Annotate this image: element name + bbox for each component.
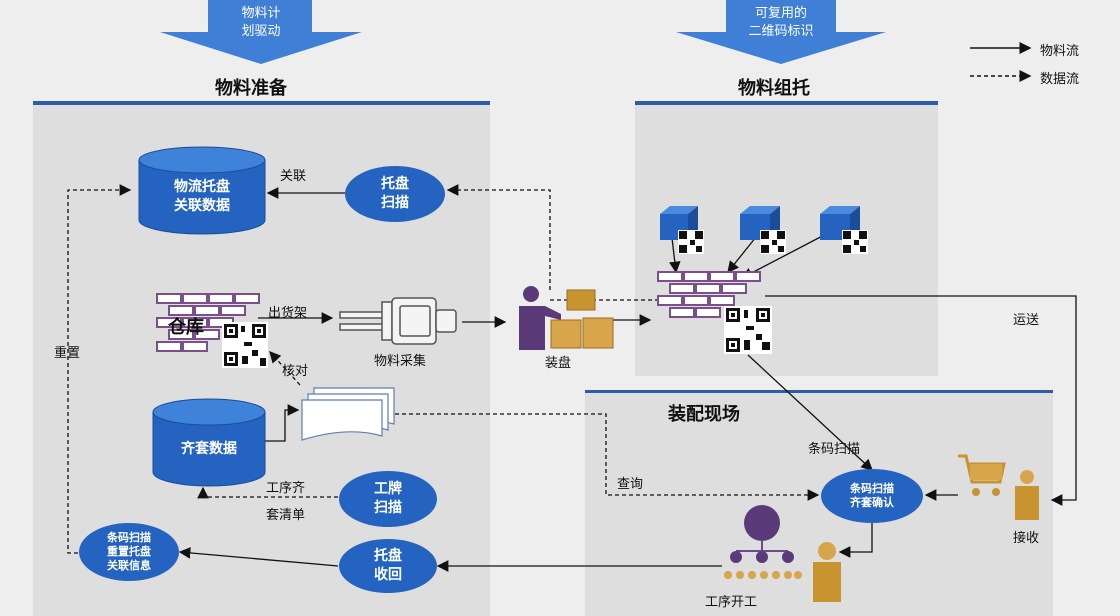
reusable-qr-arrow xyxy=(676,0,886,64)
kit-database-icon xyxy=(152,398,266,487)
pallet-recycle-label-2: 收回 xyxy=(374,567,402,583)
pallet-database-icon xyxy=(138,146,266,235)
verify-label: 核对 xyxy=(282,364,309,379)
query-label: 查询 xyxy=(617,477,644,492)
warehouse-label: 仓库 xyxy=(168,317,204,338)
kit-list-label: 套清单 xyxy=(266,508,306,523)
barcode-confirm-label-2: 齐套确认 xyxy=(850,496,894,509)
kit-db-label: 齐套数据 xyxy=(181,441,237,457)
material-box-icon xyxy=(740,206,786,254)
team-hierarchy-icon xyxy=(724,505,802,579)
loading-worker-icon xyxy=(519,286,614,350)
section-title-assembly-site: 装配现场 xyxy=(668,404,740,425)
pallet-scan-label-1: 托盘 xyxy=(381,176,409,192)
reusable-qr-text-2: 二维码标识 xyxy=(748,24,814,39)
worksheet-scan-node[interactable] xyxy=(338,470,438,528)
barcode-reset-label-2: 重置托盘 xyxy=(107,545,151,558)
process-kit-label: 工序齐 xyxy=(266,481,306,496)
pallet-scan-label-2: 扫描 xyxy=(381,195,409,211)
pallet-recycle-label-1: 托盘 xyxy=(374,548,402,564)
plan-driven-text-2: 划驱动 xyxy=(241,24,281,39)
pallet-scan-node[interactable] xyxy=(344,165,446,223)
barcode-scan-label: 条码扫描 xyxy=(808,442,861,457)
legend-icons xyxy=(970,42,1032,82)
kit-list-document-icon xyxy=(301,387,395,441)
receiver-person-icon xyxy=(1015,470,1039,520)
material-collect-label: 物料采集 xyxy=(374,354,427,369)
pallet-db-label-2: 关联数据 xyxy=(174,198,230,214)
receive-label: 接收 xyxy=(1013,531,1040,546)
worksheet-scan-label-2: 扫描 xyxy=(374,500,402,516)
pallet-stack-icon xyxy=(657,271,761,318)
section-title-material-pallet: 物料组托 xyxy=(738,78,810,99)
legend-material-flow: 物料流 xyxy=(1040,44,1080,59)
transport-label: 运送 xyxy=(1013,313,1040,328)
process-start-label: 工序开工 xyxy=(705,595,758,610)
pallet-recycle-node[interactable] xyxy=(338,538,438,594)
qr-code-icon xyxy=(724,306,772,354)
shopping-cart-icon xyxy=(958,454,1006,496)
reset-label: 重置 xyxy=(54,346,81,361)
barcode-confirm-label-1: 条码扫描 xyxy=(850,482,894,495)
barcode-confirm-node[interactable] xyxy=(820,468,924,524)
material-box-icon xyxy=(660,206,704,254)
pallet-db-label-1: 物流托盘 xyxy=(174,179,230,195)
barcode-reset-label-1: 条码扫描 xyxy=(107,531,151,544)
reusable-qr-text-1: 可复用的 xyxy=(754,6,807,21)
plan-driven-text-1: 物料计 xyxy=(241,6,281,21)
material-box-icon xyxy=(820,206,868,254)
shelf-out-label: 出货架 xyxy=(268,306,308,321)
forklift-icon xyxy=(339,297,457,345)
loading-label: 装盘 xyxy=(545,356,572,371)
associate-label: 关联 xyxy=(280,169,307,184)
barcode-reset-node[interactable] xyxy=(78,522,180,582)
qr-code-icon xyxy=(222,322,268,368)
barcode-reset-label-3: 关联信息 xyxy=(107,559,151,572)
plan-driven-arrow xyxy=(160,0,362,64)
worker-person-icon xyxy=(813,542,841,602)
worksheet-scan-label-1: 工牌 xyxy=(374,481,402,497)
legend-data-flow: 数据流 xyxy=(1040,72,1080,87)
section-title-material-prep: 物料准备 xyxy=(215,78,287,99)
